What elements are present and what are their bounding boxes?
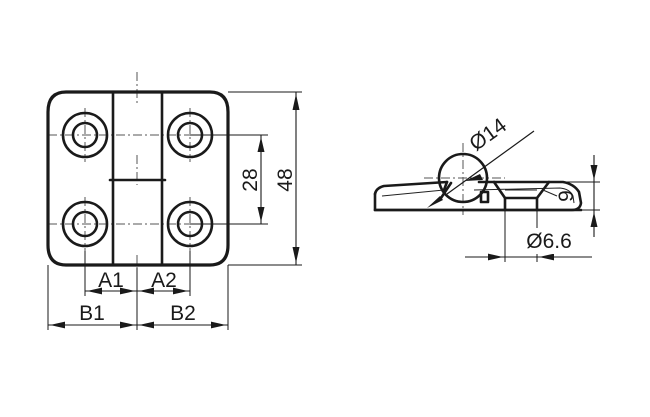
dimension-9: 9 [540, 155, 600, 237]
side-view [373, 143, 583, 215]
right-leaf-inner-edge [473, 187, 575, 204]
arrowhead-b1-right [120, 321, 135, 329]
knuckle-barrel-circle [437, 152, 489, 204]
countersunk-hole-detail [479, 180, 558, 212]
hole-top-left [61, 111, 109, 159]
hole-inner-circle [71, 121, 99, 149]
arrowhead-d66-right [539, 253, 554, 261]
arrowhead-a1-left [87, 287, 102, 295]
dimension-label-9: 9 [555, 190, 578, 202]
label-background-mask [508, 228, 590, 254]
leader-line-d14 [446, 130, 535, 195]
dimension-label-a2: A2 [151, 269, 177, 292]
arrowhead-28-top [257, 137, 265, 152]
left-leaf-knuckle-joint [439, 181, 453, 200]
dimension-label-d66: Ø6.6 [526, 230, 572, 253]
arrowhead-d14 [465, 174, 483, 181]
knuckle-lines [108, 90, 167, 267]
arrowhead-a2-right [173, 287, 188, 295]
hole-bottom-left [61, 200, 109, 248]
dimension-label-28: 28 [239, 168, 262, 191]
hole-outer-circle [61, 111, 109, 159]
arrowhead-9-top [590, 165, 598, 180]
countersink-hatch [542, 189, 558, 197]
dimension-B1-B2: B1 B2 [47, 265, 229, 330]
front-view [46, 72, 230, 300]
dimension-diameter-6-6: Ø6.6 [465, 200, 592, 262]
arrowhead-48-top [292, 94, 300, 110]
arrowhead-a1-right [120, 287, 135, 295]
arrowhead-48-bottom [292, 247, 300, 263]
hinge-plate-outline [46, 90, 230, 267]
hole-outer-circle [61, 200, 109, 248]
left-leaf-inner-step [442, 180, 449, 192]
dimension-48: 48 [228, 91, 302, 266]
hole-inner-circle [71, 210, 99, 238]
left-leaf-top-edge [373, 180, 449, 196]
dimension-label-48: 48 [274, 168, 297, 191]
arrowhead-9-bottom [590, 212, 598, 227]
dimension-label-b1: B1 [79, 302, 105, 325]
dimension-A1-A2: A1 A2 [84, 251, 191, 296]
arrowhead-28-bottom [257, 207, 265, 222]
dimension-label-d14: Ø14 [465, 114, 511, 156]
arrowhead-d66-left [488, 253, 503, 261]
leaf-arrow-marker [427, 196, 443, 208]
dimension-label-a1: A1 [98, 269, 124, 292]
countersink-small-square [479, 190, 490, 204]
arrowhead-b2-right [211, 321, 226, 329]
left-leaf-inner-edge [381, 189, 445, 197]
arrowhead-b1-left [50, 321, 65, 329]
left-leaf-bottom-edge [373, 192, 465, 212]
arrowhead-a2-left [139, 287, 154, 295]
arrowhead-b2-left [139, 321, 154, 329]
dimension-28: 28 [190, 134, 268, 225]
dimension-label-b2: B2 [170, 302, 196, 325]
